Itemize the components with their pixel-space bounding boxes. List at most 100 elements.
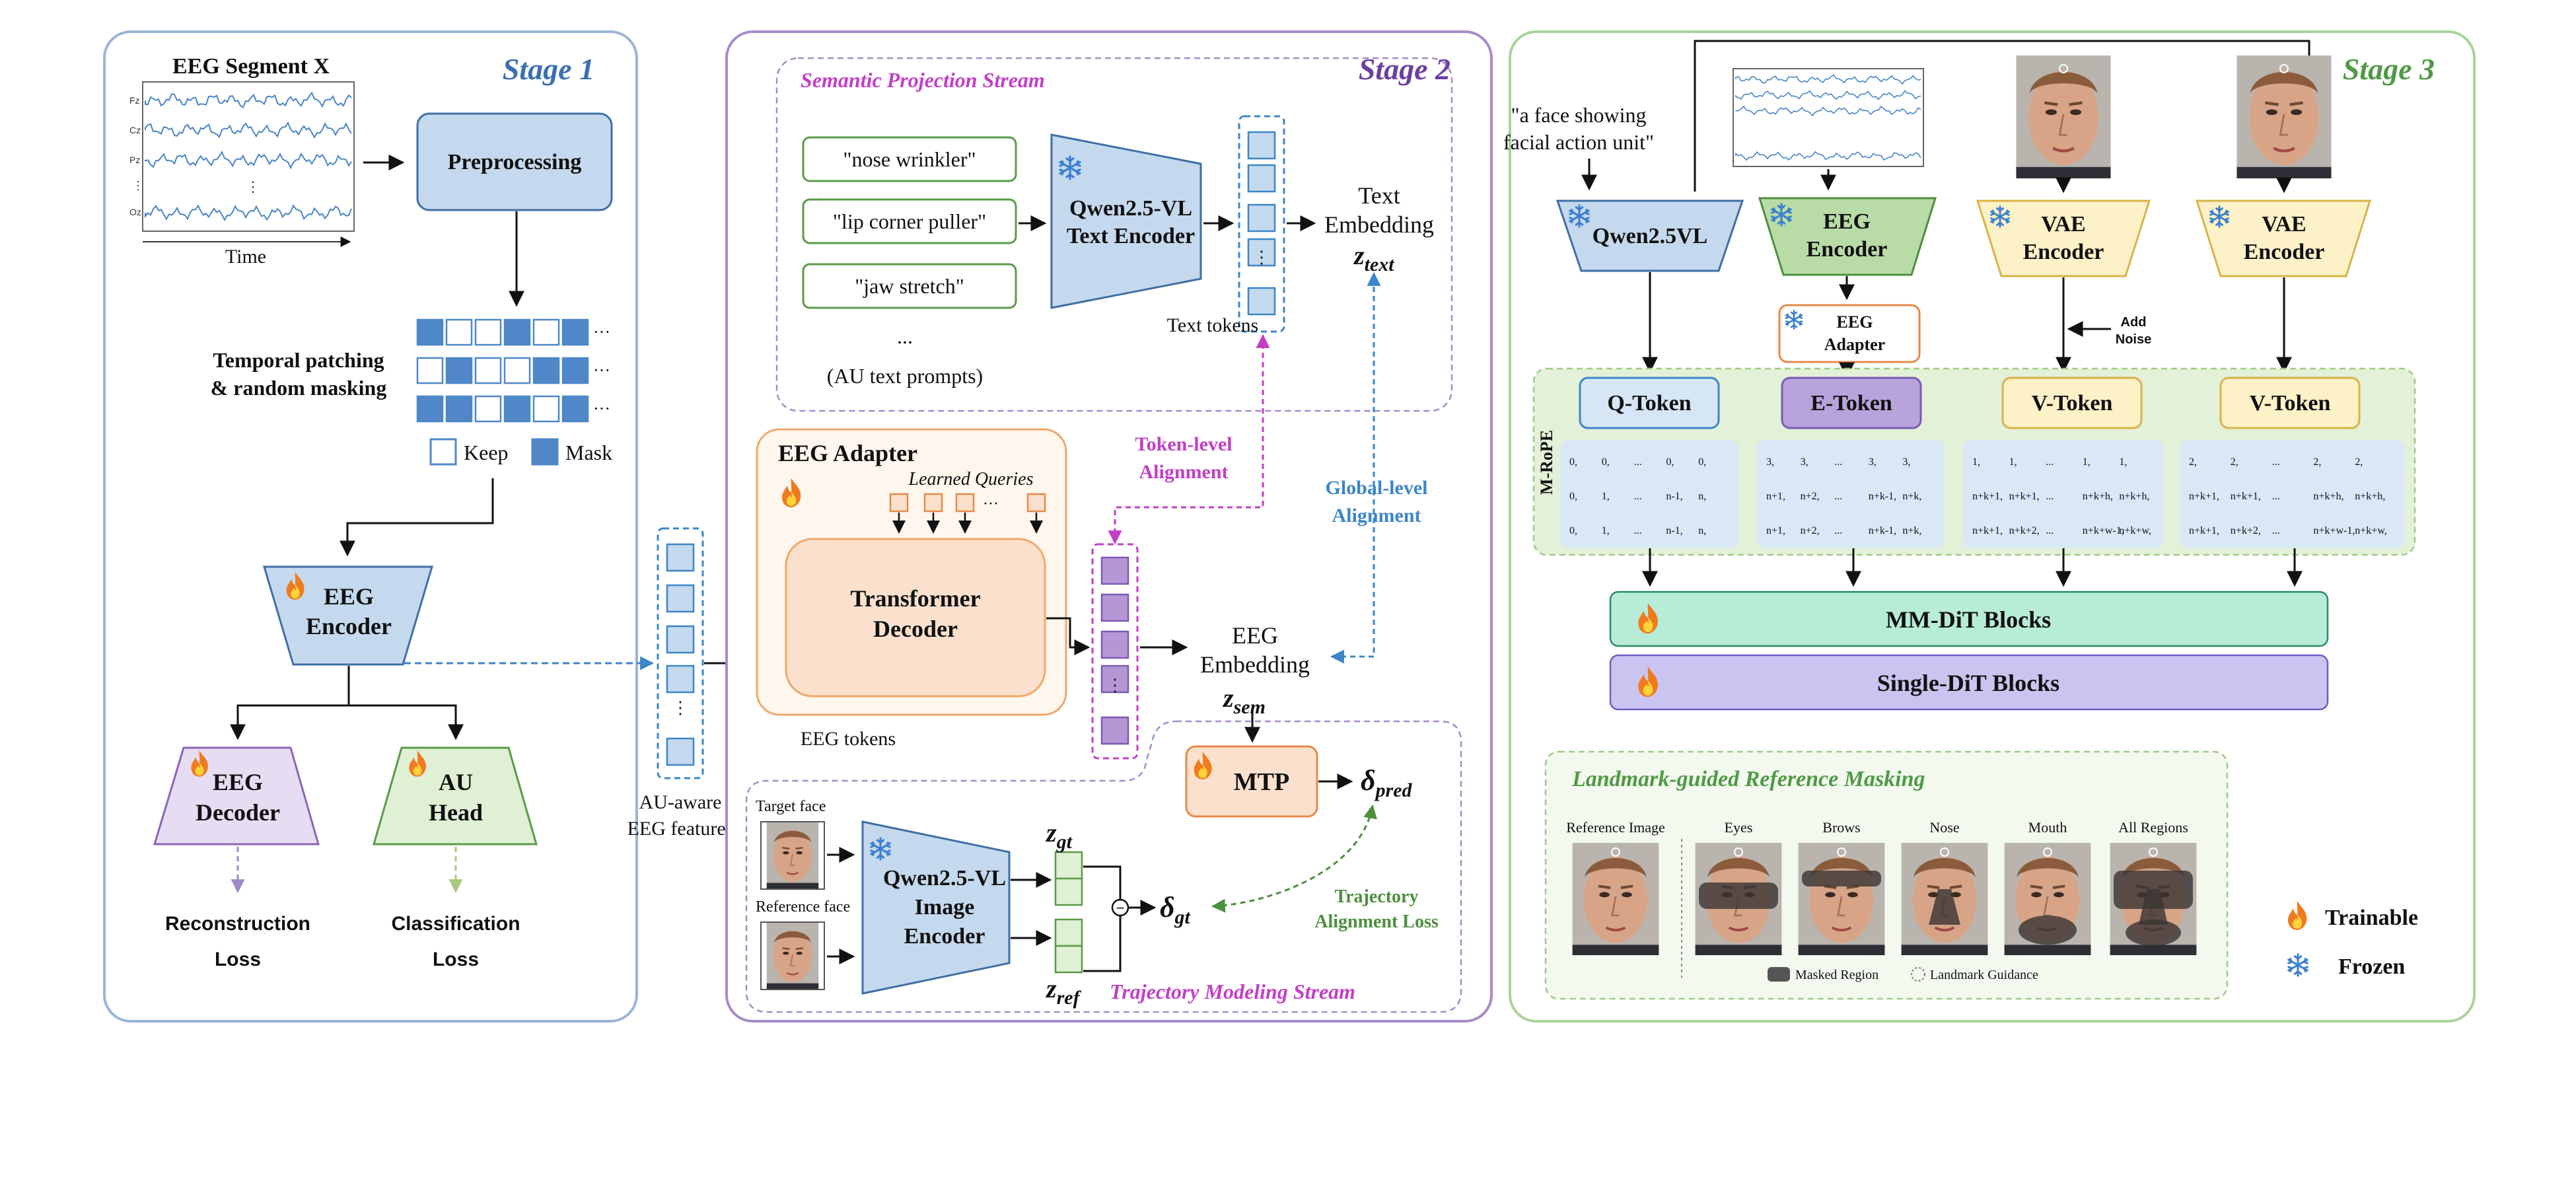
- text-token-cell: [1247, 131, 1276, 160]
- global-align-label-1: Global-level: [1326, 477, 1428, 499]
- image-encoder-block: [861, 820, 1011, 995]
- channel-oz: Oz: [129, 207, 141, 217]
- eeg-features-column: ⋮ AU-aware EEG features: [404, 527, 785, 840]
- mtp-label: MTP: [1234, 768, 1289, 796]
- masked-region-label: Masked Region: [1795, 968, 1878, 982]
- learned-query-cell: [889, 493, 909, 513]
- feature-vdots: ⋮: [672, 698, 689, 717]
- feature-cell: [666, 625, 695, 654]
- eeg-trace: [1735, 106, 1921, 117]
- position-id-value: ...: [1634, 491, 1642, 502]
- position-id-value: n+k+h,: [2119, 491, 2149, 502]
- mask-patch: [561, 318, 589, 346]
- eeg-token-cell: [1100, 665, 1129, 694]
- delta-gt-symbol: δgt: [1160, 891, 1192, 928]
- reference-face-image: [760, 921, 825, 990]
- keep-patch: [532, 318, 560, 346]
- position-id-value: 0,: [1666, 456, 1674, 468]
- singledit-block: [1609, 654, 2329, 711]
- learned-query-cell: [955, 493, 975, 513]
- mask-patch: [445, 395, 473, 423]
- q-token-label: Q-Token: [1607, 391, 1691, 415]
- keep-legend-box: [429, 438, 457, 466]
- eeg-segment-label: EEG Segment X: [172, 54, 330, 79]
- target-face-image: [760, 821, 825, 890]
- qwen-label: Qwen2.5VL: [1592, 224, 1708, 248]
- keep-patch: [474, 318, 502, 346]
- landmark-guidance-label: Landmark Guidance: [1930, 968, 2038, 982]
- position-id-value: n+1,: [1766, 525, 1785, 536]
- class-loss-label-1: Classification: [391, 913, 520, 935]
- position-id-value: 2,: [2231, 456, 2238, 468]
- z-gt-cell-1: [1054, 851, 1083, 880]
- keep-patch: [474, 395, 502, 423]
- mask-image-mouth: [2005, 843, 2091, 955]
- mask-patch: [561, 357, 589, 384]
- position-id-value: 0,: [1698, 456, 1706, 468]
- text-token-cell: [1247, 238, 1276, 267]
- stage3-panel: Stage 3 "a face showing facial action un…: [1503, 30, 2476, 1023]
- recon-loss-label-1: Reconstruction: [165, 913, 310, 935]
- position-id-value: ...: [2046, 525, 2054, 536]
- eeg-adapter-title: EEG Adapter: [778, 440, 917, 466]
- stage3-title: Stage 3: [2343, 52, 2435, 86]
- prompt-1: "nose wrinkler": [843, 147, 976, 171]
- feature-cell: [666, 737, 695, 766]
- text-encoder-label-2: Text Encoder: [1067, 224, 1195, 248]
- target-face-photo: [2016, 55, 2110, 178]
- eeg-tokens-label: EEG tokens: [801, 728, 896, 750]
- channel-cz: Cz: [129, 125, 141, 135]
- trajectory-stream-box: [745, 720, 1462, 1013]
- au-head-block: [373, 746, 538, 846]
- learned-query-cells: [889, 493, 1046, 534]
- mmdit-block: [1609, 591, 2329, 647]
- position-id-panel: [1757, 440, 1945, 548]
- mask-label-all: All Regions: [2118, 819, 2188, 836]
- features-label-1: AU-aware: [639, 791, 722, 813]
- mask-patch: [416, 318, 444, 346]
- legend-frozen: Frozen: [2338, 955, 2405, 979]
- grid-ellipsis-2: ···: [593, 361, 610, 380]
- landmark-guidance-swatch: [1911, 967, 1925, 982]
- prompt-quote-1: "a face showing: [1511, 103, 1647, 127]
- position-id-value: 3,: [1902, 456, 1910, 468]
- target-face-label: Target face: [756, 798, 826, 815]
- position-id-value: 0,: [1569, 456, 1577, 468]
- keep-patch: [474, 357, 502, 384]
- position-id-value: 0,: [1569, 525, 1577, 536]
- eeg-trace: [1735, 151, 1921, 161]
- mmdit-label: MM-DiT Blocks: [1886, 606, 2051, 633]
- stage3-eeg-plot: [1733, 68, 1924, 167]
- position-id-panel: [2180, 440, 2404, 548]
- mask-legend-box: [531, 438, 559, 466]
- position-id-value: n+k+2,: [2231, 525, 2261, 536]
- position-id-value: n+k+w-1,: [2083, 525, 2124, 536]
- mask-patch: [532, 357, 560, 384]
- position-id-value: ...: [1634, 456, 1642, 468]
- position-id-value: 0,: [1602, 456, 1610, 468]
- position-id-value: 0,: [1569, 491, 1577, 502]
- eeg-trace: [145, 151, 352, 170]
- eeg-trace: [1735, 74, 1921, 85]
- text-embedding-label-2: Embedding: [1324, 211, 1434, 238]
- eeg-encoder-label-2: Encoder: [306, 613, 392, 639]
- preprocessing-label: Preprocessing: [448, 150, 582, 174]
- stage2-title: Stage 2: [1359, 52, 1450, 86]
- z-sem-symbol: zsem: [1222, 683, 1266, 718]
- s3-eeg-adapter-label-1: EEG: [1837, 312, 1873, 332]
- text-encoder-block: [1050, 133, 1202, 309]
- position-id-value: n-1,: [1666, 525, 1682, 536]
- position-id-panels: 0,0,...0,0,0,1,...n-1,n,0,1,...n-1,n,3,3…: [1560, 440, 2404, 548]
- z-gt-cell-2: [1054, 877, 1083, 906]
- grid-ellipsis-1: ···: [593, 322, 610, 342]
- position-id-value: ...: [2046, 491, 2054, 502]
- vae2-label-1: VAE: [2262, 212, 2306, 236]
- position-id-panel: [1963, 440, 2164, 548]
- eeg-trace: [145, 204, 352, 221]
- s3-eeg-encoder-label-2: Encoder: [1807, 237, 1888, 262]
- mask-image-reference: [1573, 843, 1659, 955]
- mask-image-eyes: [1696, 843, 1782, 955]
- position-id-value: n+k+1,: [1972, 525, 2003, 536]
- s3-eeg-encoder-label-1: EEG: [1823, 209, 1871, 234]
